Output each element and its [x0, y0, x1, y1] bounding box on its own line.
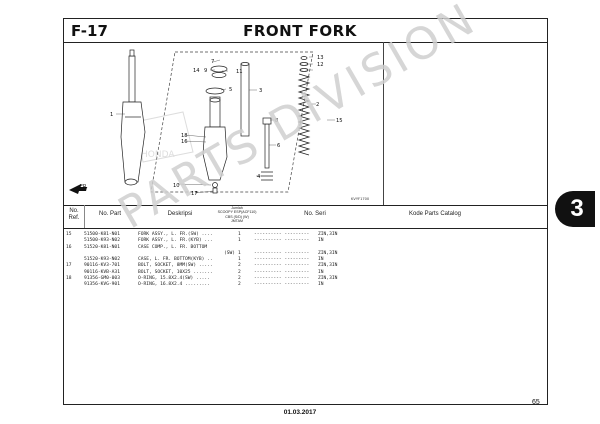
callout-4: 4 [257, 174, 261, 180]
col-head-no-ref: No. Ref. [64, 208, 84, 222]
damper-rod [261, 117, 273, 181]
col-head-model-qty: Jumlah SCOOPY ESP(ACF110) CBS (S/D) (W) … [217, 206, 257, 223]
page-title: FRONT FORK [243, 22, 357, 40]
table-row: (SW)1---------- ---------ZIN,3IN [224, 250, 338, 256]
col-head-deskripsi: Deskripsi [167, 211, 193, 217]
fork-assembly-left [120, 49, 146, 186]
leader-lines [116, 56, 335, 194]
fork-case-center [202, 65, 228, 194]
section-badge: 3 [555, 191, 595, 227]
exploded-view-drawing: HONDA [69, 49, 370, 201]
callout-2: 2 [316, 102, 319, 108]
callout-7: 7 [211, 59, 214, 65]
fork-pipe [240, 62, 250, 137]
callout-9: 9 [204, 68, 207, 74]
callout-11: 11 [236, 69, 243, 75]
header-divider [63, 42, 548, 43]
callout-12: 12 [317, 62, 324, 68]
callout-3: 3 [259, 88, 262, 94]
table-top-rule [63, 205, 548, 206]
callout-1: 1 [110, 112, 113, 118]
col-head-no-part: No. Part [98, 211, 121, 217]
callout-15: 15 [336, 118, 343, 124]
drawing-ref-code: KVYF1700 [351, 197, 370, 201]
callout-6: 6 [277, 143, 280, 149]
callout-13: 13 [317, 55, 324, 61]
callout-17: 17 [191, 191, 198, 197]
direction-label: FR. [80, 184, 88, 190]
page-number: 65 [532, 399, 540, 406]
section-code: F-17 [71, 22, 108, 40]
callout-5: 5 [229, 87, 232, 93]
page-frame [63, 18, 548, 405]
col-divider [84, 205, 85, 228]
fork-spring [297, 56, 311, 156]
col-head-no-seri: No. Seri [304, 211, 326, 217]
parts-diagram: HONDA [63, 42, 384, 205]
callout-14: 14 [193, 68, 200, 74]
col-head-no-ref-text: No. Ref. [68, 208, 80, 221]
part-callouts: 1 2 3 4 5 6 7 8 9 10 11 12 13 14 15 16 1… [110, 55, 343, 197]
callout-10: 10 [173, 183, 180, 189]
callout-18: 18 [181, 133, 188, 139]
callout-16: 16 [181, 139, 188, 145]
front-direction-arrow-icon: FR. [69, 184, 88, 194]
publication-date: 01.03.2017 [283, 409, 317, 416]
col-head-kode: Kode Parts Catalog [408, 211, 462, 217]
assembly-outline [150, 51, 314, 193]
table-header-rule [63, 228, 548, 229]
callout-8: 8 [275, 118, 278, 124]
svg-text:HONDA: HONDA [141, 150, 175, 160]
